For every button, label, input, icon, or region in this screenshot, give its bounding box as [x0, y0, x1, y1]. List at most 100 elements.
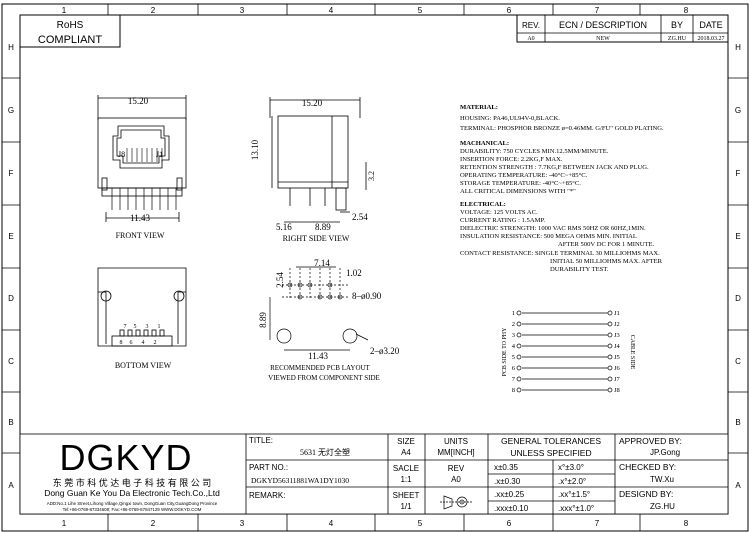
ecn-value: NEW [596, 36, 610, 42]
scale-label: SACLE [393, 464, 419, 473]
compliant-label: COMPLIANT [38, 34, 102, 46]
designed-by-value: ZG.HU [650, 502, 675, 511]
pcb-pitch-h-dim: 1.02 [346, 268, 362, 278]
revision-block: REV. ECN / DESCRIPTION BY DATE A0 NEW ZG… [516, 14, 729, 43]
row-label: F [9, 169, 14, 178]
col-label: 6 [507, 6, 512, 15]
pin-number: 6 [512, 365, 516, 372]
col-label: 3 [240, 519, 245, 528]
size-value: A4 [401, 448, 411, 457]
approved-by-label: APPROVED BY: [619, 436, 682, 446]
part-no-value: DGKYD56311881WA1DY1030 [251, 476, 349, 485]
spec-line: AFTER 500V DC FOR 1 MINUTE. [558, 241, 655, 248]
front-j8-label: J8 [118, 150, 125, 159]
pcb-title-1: RECOMMENDED PCB LAYOUT [270, 364, 370, 372]
row-label: B [735, 418, 740, 427]
spec-line: ALL CRITICAL DIMENSIONS WITH "*" [460, 188, 576, 195]
col-label: 7 [595, 519, 600, 528]
jack-pin: J5 [614, 354, 620, 361]
company-name-en: Dong Guan Ke You Da Electronic Tech.Co.,… [44, 488, 220, 498]
pin-label: 5 [134, 324, 137, 330]
spec-line: INSERTION FORCE: 2.2KG,F MAX. [460, 156, 563, 163]
remark-label: REMARK: [249, 491, 285, 500]
tolerance-linear: .x±0.30 [494, 477, 521, 486]
electrical-heading: ELECTRICAL: [460, 201, 506, 208]
pcb-title-2: VIEWED FROM COMPONENT SIDE [268, 374, 380, 382]
spec-line: DIELECTRIC STRENGTH: 1000 VAC RMS 50HZ O… [460, 225, 646, 232]
jack-pin: J8 [614, 387, 620, 394]
col-label: 4 [329, 519, 334, 528]
column-labels-top: 1 2 3 4 5 6 7 8 [62, 6, 689, 15]
jack-pin: J3 [614, 332, 620, 339]
pcb-layout [269, 266, 369, 351]
col-label: 2 [151, 6, 156, 15]
jack-pin: J1 [614, 310, 620, 317]
row-label: H [8, 43, 14, 52]
spec-notes: MATERIAL: HOUSING: PA46,UL94V-0,BLACK. T… [460, 104, 664, 273]
pin-label: 2 [154, 340, 157, 346]
spec-line: STORAGE TEMPERATURE: -40°C~+85°C. [460, 180, 581, 187]
front-view [97, 95, 187, 222]
pcb-width-dim: 11.43 [308, 351, 328, 361]
spec-line: DURABILITY TEST. [550, 266, 609, 273]
tolerance-linear: .xx±0.25 [494, 490, 525, 499]
pin-number: 2 [512, 321, 515, 328]
pin-number: 8 [512, 387, 515, 394]
row-label: C [8, 357, 14, 366]
pin-label: 4 [142, 340, 145, 346]
row-label: H [735, 43, 741, 52]
front-view-title: FRONT VIEW [116, 231, 165, 240]
pcb-hole-dim: 8–ø0.90 [352, 291, 382, 301]
col-label: 4 [329, 6, 334, 15]
tolerance-angular: .x°±2.0° [558, 477, 586, 486]
right-width-dim: 15.20 [302, 98, 323, 108]
row-label: D [8, 294, 14, 303]
spec-line: HOUSING: PA46,UL94V-0,BLACK. [460, 115, 560, 122]
scale-value: 1:1 [400, 475, 412, 484]
schematic-left-pins: 1 2 3 4 5 6 7 8 [512, 310, 516, 394]
pin-label: 3 [146, 324, 149, 330]
spec-line: RETENTION STRENGTH : 7.7KG,F BETWEEN JAC… [460, 164, 649, 171]
pin-number: 4 [512, 343, 516, 350]
date-value: 2018.03.27 [698, 36, 725, 42]
tolerance-heading-1: GENERAL TOLERANCES [501, 436, 601, 446]
col-label: 8 [684, 6, 689, 15]
spec-line: INSULATION RESISTANCE: 500 MEGA OHMS MIN… [460, 233, 637, 240]
pin-label: 1 [158, 324, 161, 330]
row-label: D [735, 294, 741, 303]
row-label: A [8, 481, 14, 490]
tolerance-linear: .xxx±0.10 [494, 504, 529, 513]
pin-label: 6 [130, 340, 133, 346]
spec-line: DURABILITY: 750 CYCLES MIN.12.5MM/MINUTE… [460, 148, 609, 155]
row-label: E [735, 232, 740, 241]
pcb-vert-dim: 8.89 [258, 312, 268, 328]
pin-label: 7 [124, 324, 127, 330]
jack-pin: J2 [614, 321, 620, 328]
pin-schematic [516, 310, 613, 393]
bottom-view-title: BOTTOM VIEW [115, 361, 172, 370]
pcb-post-dim: 2–ø3.20 [370, 346, 400, 356]
by-header: BY [671, 20, 683, 30]
material-heading: MATERIAL: [460, 104, 498, 111]
row-label: G [735, 106, 741, 115]
title-block [19, 433, 729, 515]
tolerance-heading-2: UNLESS SPECIFIED [510, 448, 591, 458]
rev-header: REV. [522, 21, 540, 30]
jack-pin: J4 [614, 343, 621, 350]
row-ticks [2, 77, 748, 454]
tolerance-angular: x°±3.0° [558, 463, 584, 472]
right-dim-3: 2.54 [352, 212, 368, 222]
row-label: C [735, 357, 741, 366]
spec-line: INITIAL 50 MILLIOHMS MAX. AFTER [550, 258, 663, 265]
column-labels-bottom: 1 2 3 4 5 6 7 8 [62, 519, 689, 528]
col-label: 5 [418, 6, 423, 15]
spec-line: OPERATING TEMPERATURE: -40°C~+85°C. [460, 172, 588, 179]
spec-line: TERMINAL: PHOSPHOR BRONZE ø=0.46MM. G/FU… [460, 125, 664, 132]
schematic-right-pins: J1 J2 J3 J4 J5 J6 J7 J8 [614, 310, 621, 394]
title-value: 5631 无灯全塑 [300, 447, 350, 457]
pcb-span-dim: 7.14 [314, 258, 330, 268]
part-no-label: PART NO.: [249, 463, 288, 472]
pin-number: 7 [512, 376, 516, 383]
col-label: 7 [595, 6, 600, 15]
